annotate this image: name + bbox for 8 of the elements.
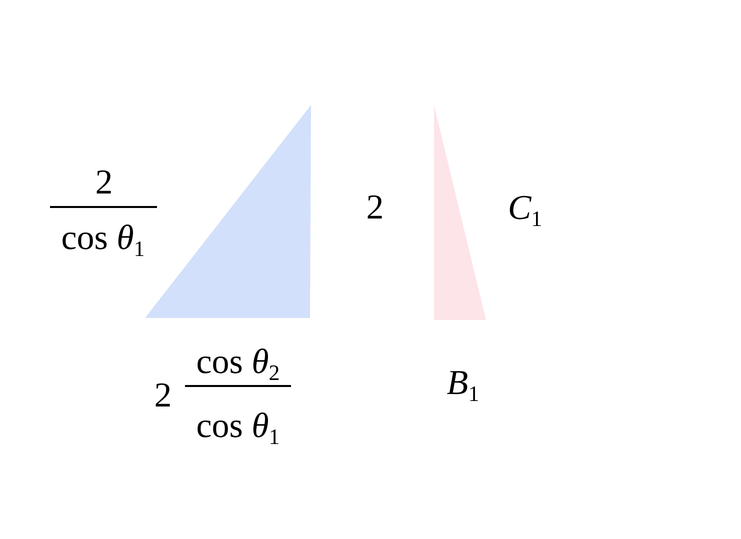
math-label: cos θ$_{1}$ <box>61 220 145 260</box>
math-label: 2 <box>95 164 113 200</box>
math-label: 2 <box>154 378 172 412</box>
math-label: cos θ$_{1}$ <box>196 408 280 448</box>
math-label: B$_{1}$ <box>446 365 480 405</box>
math-label: C$_{1}$ <box>508 190 542 230</box>
math-label: cos θ$_{2}$ <box>196 344 280 384</box>
math-label: 2 <box>366 190 384 224</box>
